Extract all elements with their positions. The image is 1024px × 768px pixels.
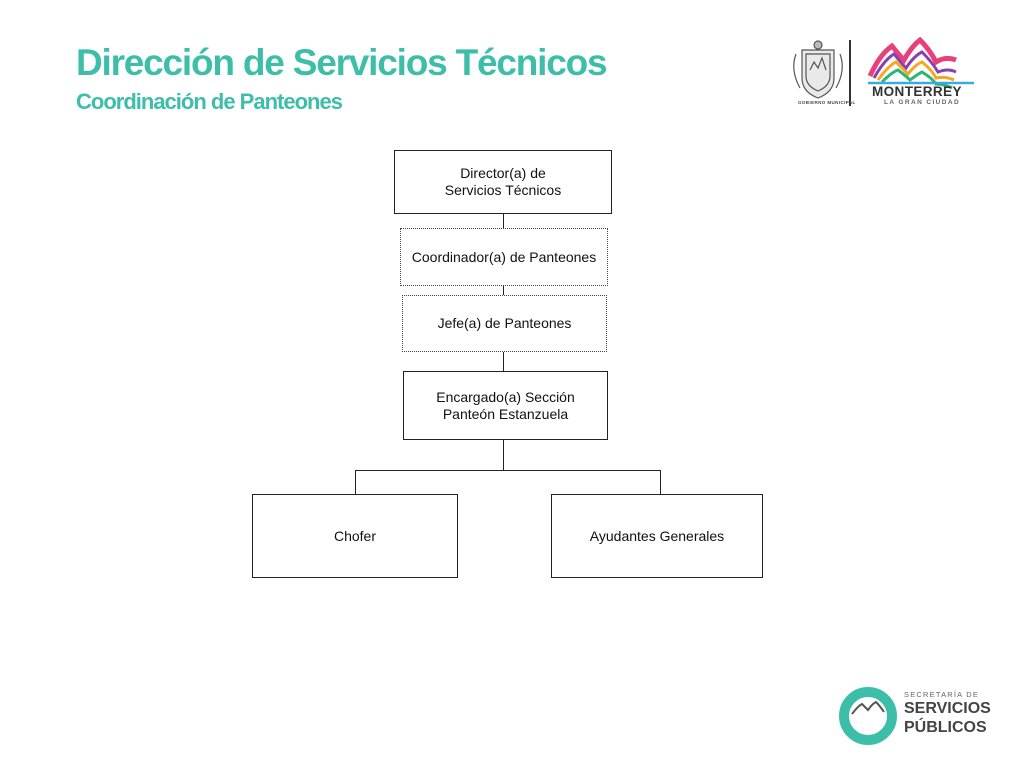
box-ayudantes-label: Ayudantes Generales bbox=[589, 527, 725, 544]
box-encargado: Encargado(a) Sección Panteón Estanzuela bbox=[403, 371, 608, 440]
publicos-label: PÚBLICOS bbox=[904, 719, 987, 736]
box-encargado-label: Encargado(a) Sección Panteón Estanzuela bbox=[436, 388, 575, 422]
box-jefe: Jefe(a) de Panteones bbox=[402, 295, 607, 352]
box-chofer: Chofer bbox=[252, 494, 458, 578]
servicios-label: SERVICIOS bbox=[904, 700, 991, 717]
box-director-label: Director(a) de Servicios Técnicos bbox=[444, 165, 562, 198]
secretaria-label: SECRETARÍA DE bbox=[904, 690, 980, 699]
box-ayudantes: Ayudantes Generales bbox=[551, 494, 763, 578]
connector-branch-chofer bbox=[355, 470, 357, 494]
box-jefe-label: Jefe(a) de Panteones bbox=[437, 315, 572, 331]
box-chofer-label: Chofer bbox=[333, 527, 377, 544]
monterrey-tagline: LA GRAN CIUDAD bbox=[884, 99, 961, 106]
page-title: Dirección de Servicios Técnicos bbox=[76, 42, 608, 83]
municipal-seal-icon bbox=[793, 36, 974, 106]
monterrey-wordmark: MONTERREY bbox=[872, 84, 962, 99]
gobierno-municipal-label: GOBIERNO MUNICIPAL bbox=[798, 100, 856, 105]
connector-branch-ayudantes bbox=[660, 470, 662, 494]
box-coordinador: Coordinador(a) de Panteones bbox=[400, 228, 608, 286]
servicios-publicos-logo: MTY SECRETARÍA DE SERVICIOS PÚBLICOS bbox=[836, 684, 1006, 748]
connector-coordinador-jefe bbox=[503, 286, 505, 295]
servicios-publicos-ring-icon bbox=[839, 687, 897, 745]
connector-jefe-encargado bbox=[503, 352, 505, 371]
box-coordinador-label: Coordinador(a) de Panteones bbox=[411, 248, 597, 265]
mty-badge-label: MTY bbox=[860, 720, 871, 726]
connector-encargado-branch bbox=[503, 440, 505, 471]
connector-director-coordinador bbox=[503, 214, 505, 228]
mountain-logo-icon bbox=[867, 36, 974, 90]
page-subtitle: Coordinación de Panteones bbox=[76, 89, 343, 114]
box-director: Director(a) de Servicios Técnicos bbox=[394, 150, 612, 214]
monterrey-logo-group: GOBIERNO MUNICIPAL MONTERREY LA GRAN CIU… bbox=[780, 36, 990, 112]
connector-branch-horizontal bbox=[355, 470, 661, 472]
